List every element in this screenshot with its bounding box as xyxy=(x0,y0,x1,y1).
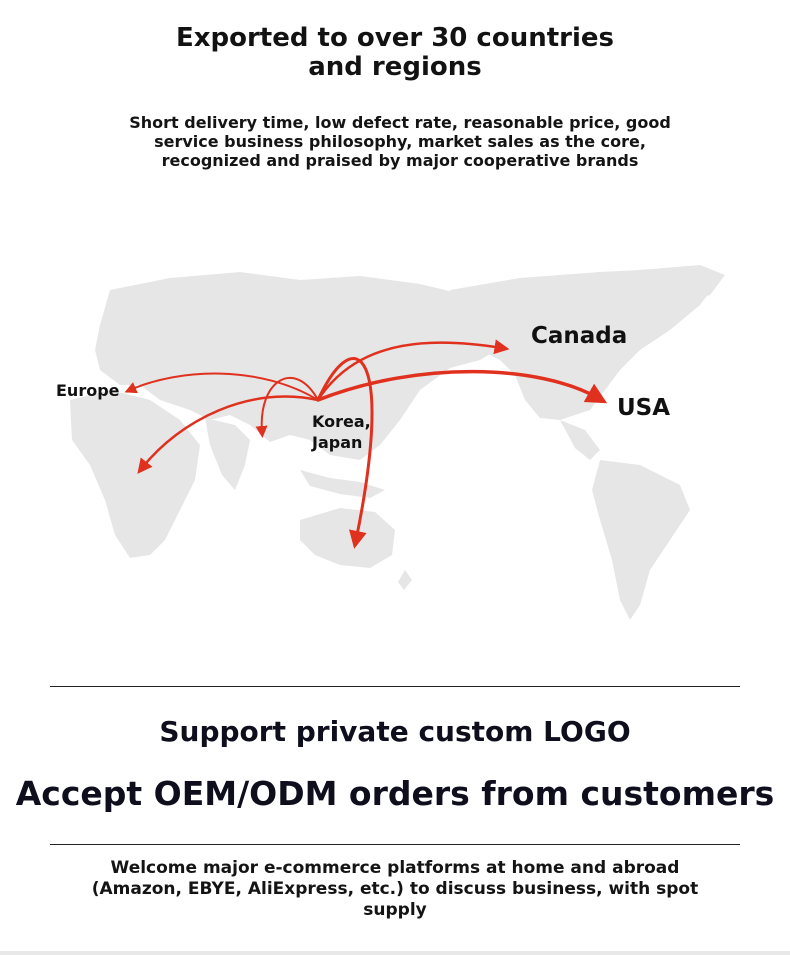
new-zealand-landmass xyxy=(398,570,412,590)
route-arrow-europe xyxy=(124,372,319,401)
world-map xyxy=(70,265,725,620)
oem-odm-text: Accept OEM/ODM orders from customers xyxy=(15,774,775,813)
map-label-origin-line1: Korea, xyxy=(312,412,371,431)
route-arrows xyxy=(124,339,608,549)
greenland-landmass xyxy=(640,265,725,305)
map-label-origin: Korea, Japan xyxy=(312,411,371,453)
map-label-origin-line2: Japan xyxy=(312,433,363,452)
indonesia-landmass xyxy=(300,470,385,498)
india-landmass xyxy=(205,418,250,490)
divider-bottom xyxy=(50,844,740,845)
eurasia-landmass xyxy=(95,272,505,460)
map-label-europe: Europe xyxy=(56,381,120,400)
divider-top xyxy=(50,686,740,687)
map-label-canada: Canada xyxy=(531,323,628,349)
south-america-landmass xyxy=(592,460,690,620)
route-arrow-usa xyxy=(316,369,608,404)
route-arrow-australia xyxy=(316,357,374,549)
page-subtitle: Short delivery time, low defect rate, re… xyxy=(129,113,671,170)
route-arrow-africa xyxy=(137,395,320,474)
central-america-landmass xyxy=(560,420,600,460)
australia-landmass xyxy=(300,508,395,568)
map-label-usa: USA xyxy=(617,395,671,421)
page-title: Exported to over 30 countries and region… xyxy=(175,23,614,82)
africa-landmass xyxy=(70,390,200,558)
custom-logo-text: Support private custom LOGO xyxy=(159,715,631,748)
route-arrow-india xyxy=(255,377,319,438)
bottom-border xyxy=(0,951,790,955)
route-arrow-canada xyxy=(316,339,510,402)
footer-text: Welcome major e-commerce platforms at ho… xyxy=(91,858,699,920)
north-america-landmass xyxy=(450,268,720,420)
